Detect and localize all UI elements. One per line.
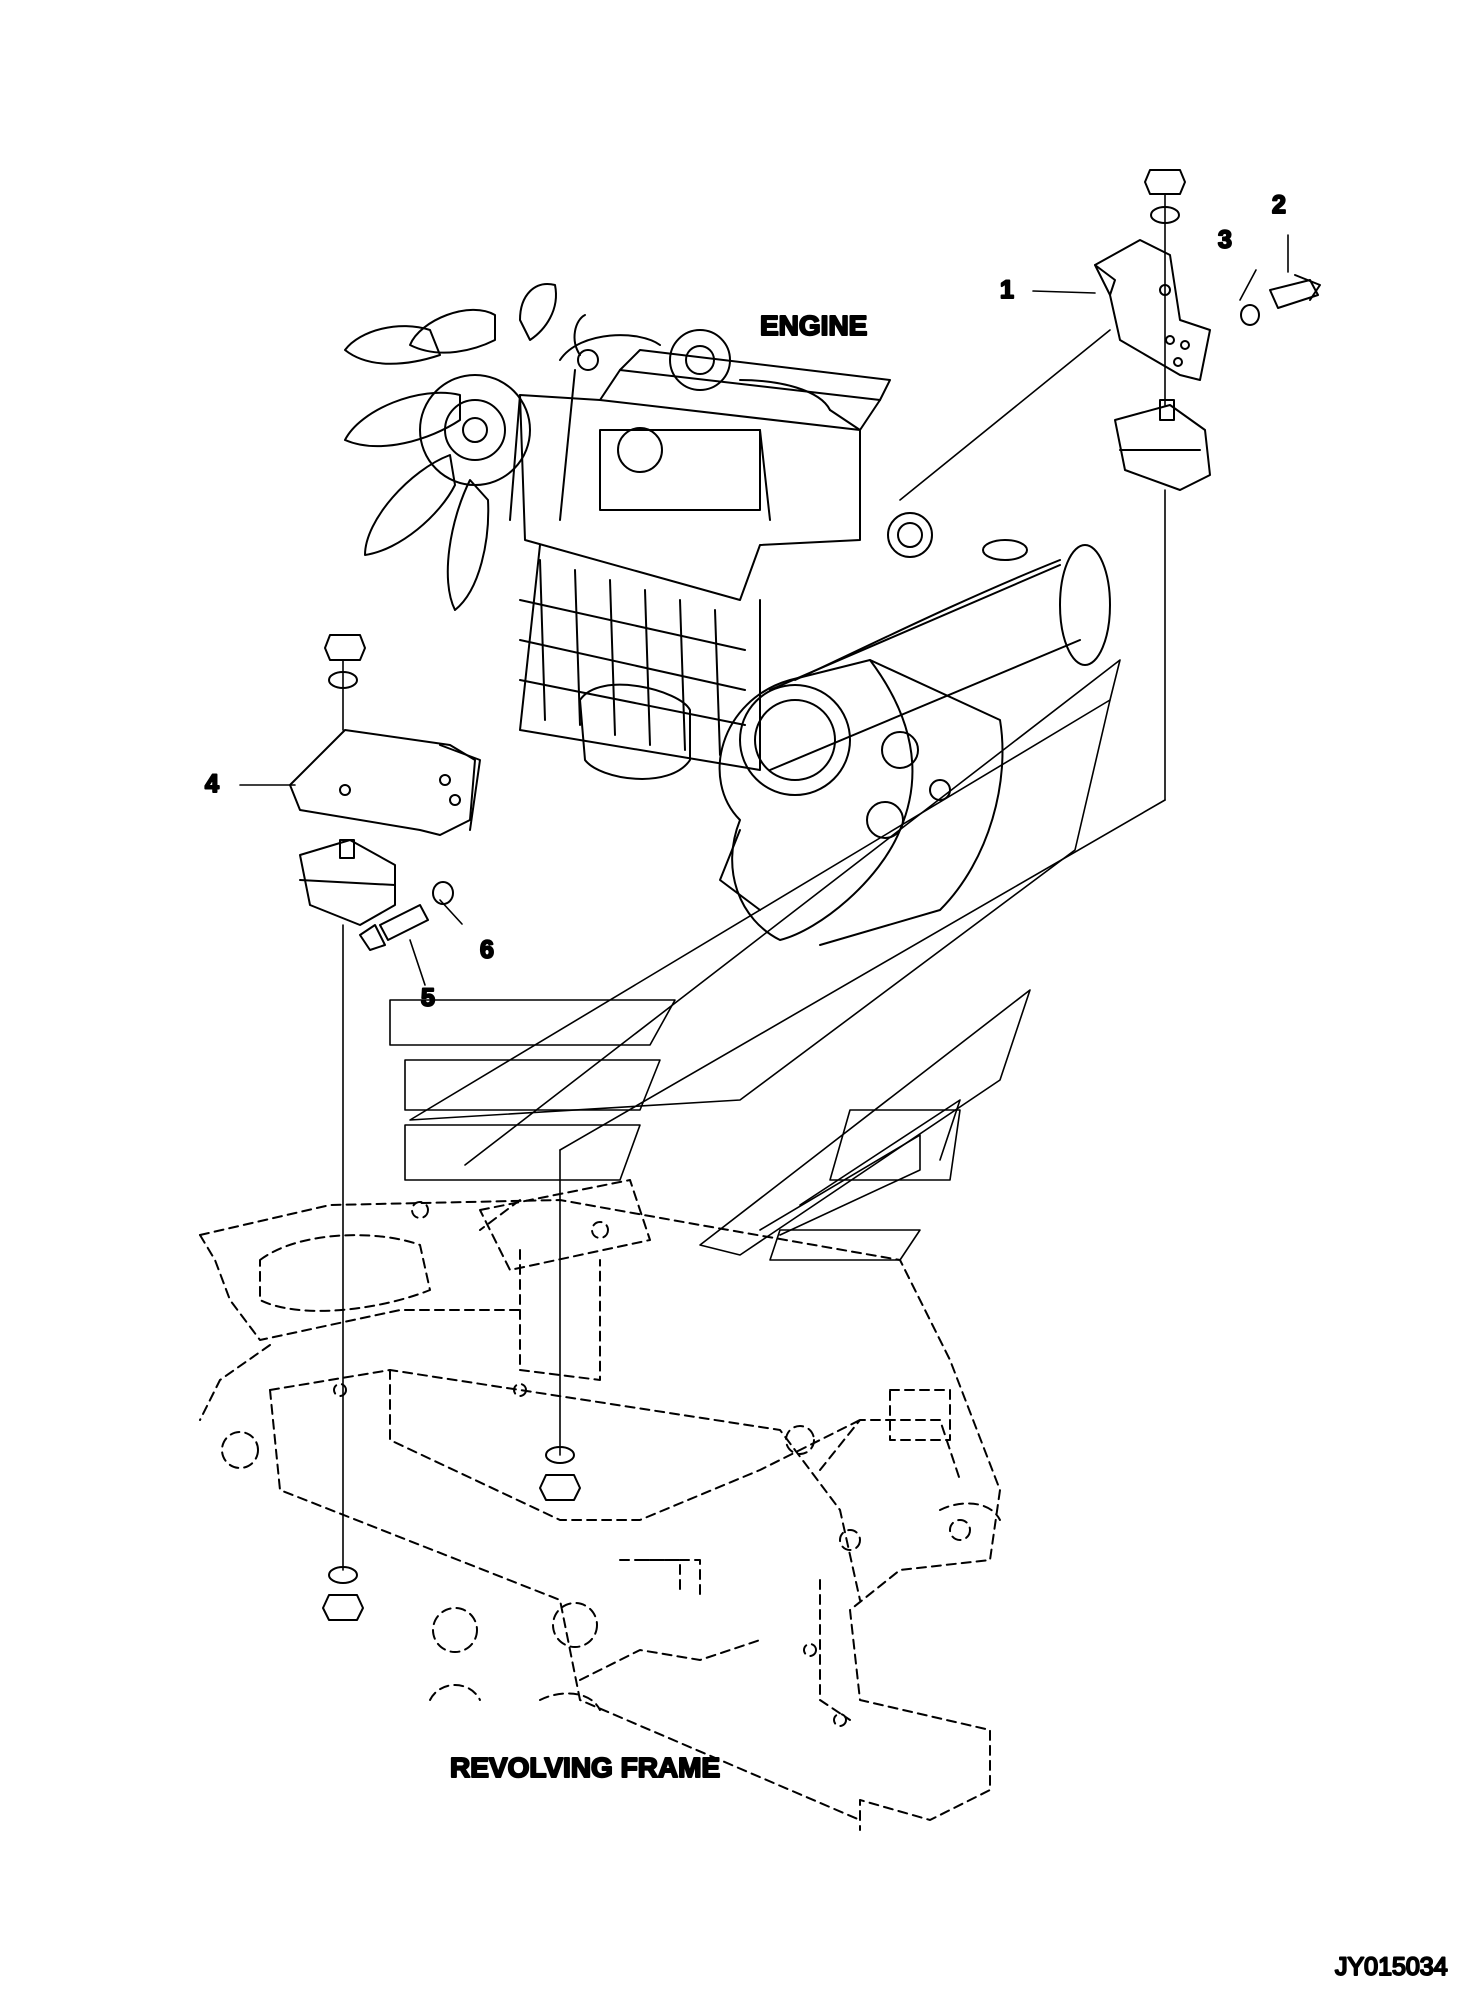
- engine-mount-rubber-right: [1114, 399, 1211, 491]
- part-4-nut: [324, 634, 366, 689]
- muffler: [769, 539, 1111, 771]
- assembly-arrows: [389, 659, 1121, 1261]
- callout-6: 6: [480, 936, 494, 964]
- part-2-bolt: [1269, 274, 1321, 309]
- part-4-bracket: [289, 729, 481, 836]
- engine-illustration: [344, 283, 1111, 946]
- engine-block: [509, 314, 933, 780]
- engine-mount-rubber-left: [299, 839, 396, 926]
- engine-label: ENGINE: [760, 310, 867, 341]
- lower-nuts: [322, 1446, 581, 1621]
- callout-4: 4: [205, 770, 219, 798]
- part-6-washer: [432, 881, 454, 905]
- flywheel-housing: [718, 659, 1004, 946]
- callout-2: 2: [1272, 191, 1286, 219]
- part-5-bolt: [359, 904, 429, 951]
- callout-3: 3: [1218, 226, 1232, 254]
- drawing-code-label: JY015034: [1335, 1953, 1448, 1981]
- leader-lines: [239, 194, 1289, 1571]
- cooling-fan: [344, 283, 557, 611]
- callout-5: 5: [421, 984, 435, 1012]
- revolving-frame-illustration: [199, 1179, 1001, 1831]
- revolving-frame-label: REVOLVING FRAME: [450, 1752, 720, 1783]
- part-3-washer: [1240, 304, 1260, 326]
- part-1-bracket: [1094, 239, 1211, 381]
- callout-1: 1: [1000, 276, 1014, 304]
